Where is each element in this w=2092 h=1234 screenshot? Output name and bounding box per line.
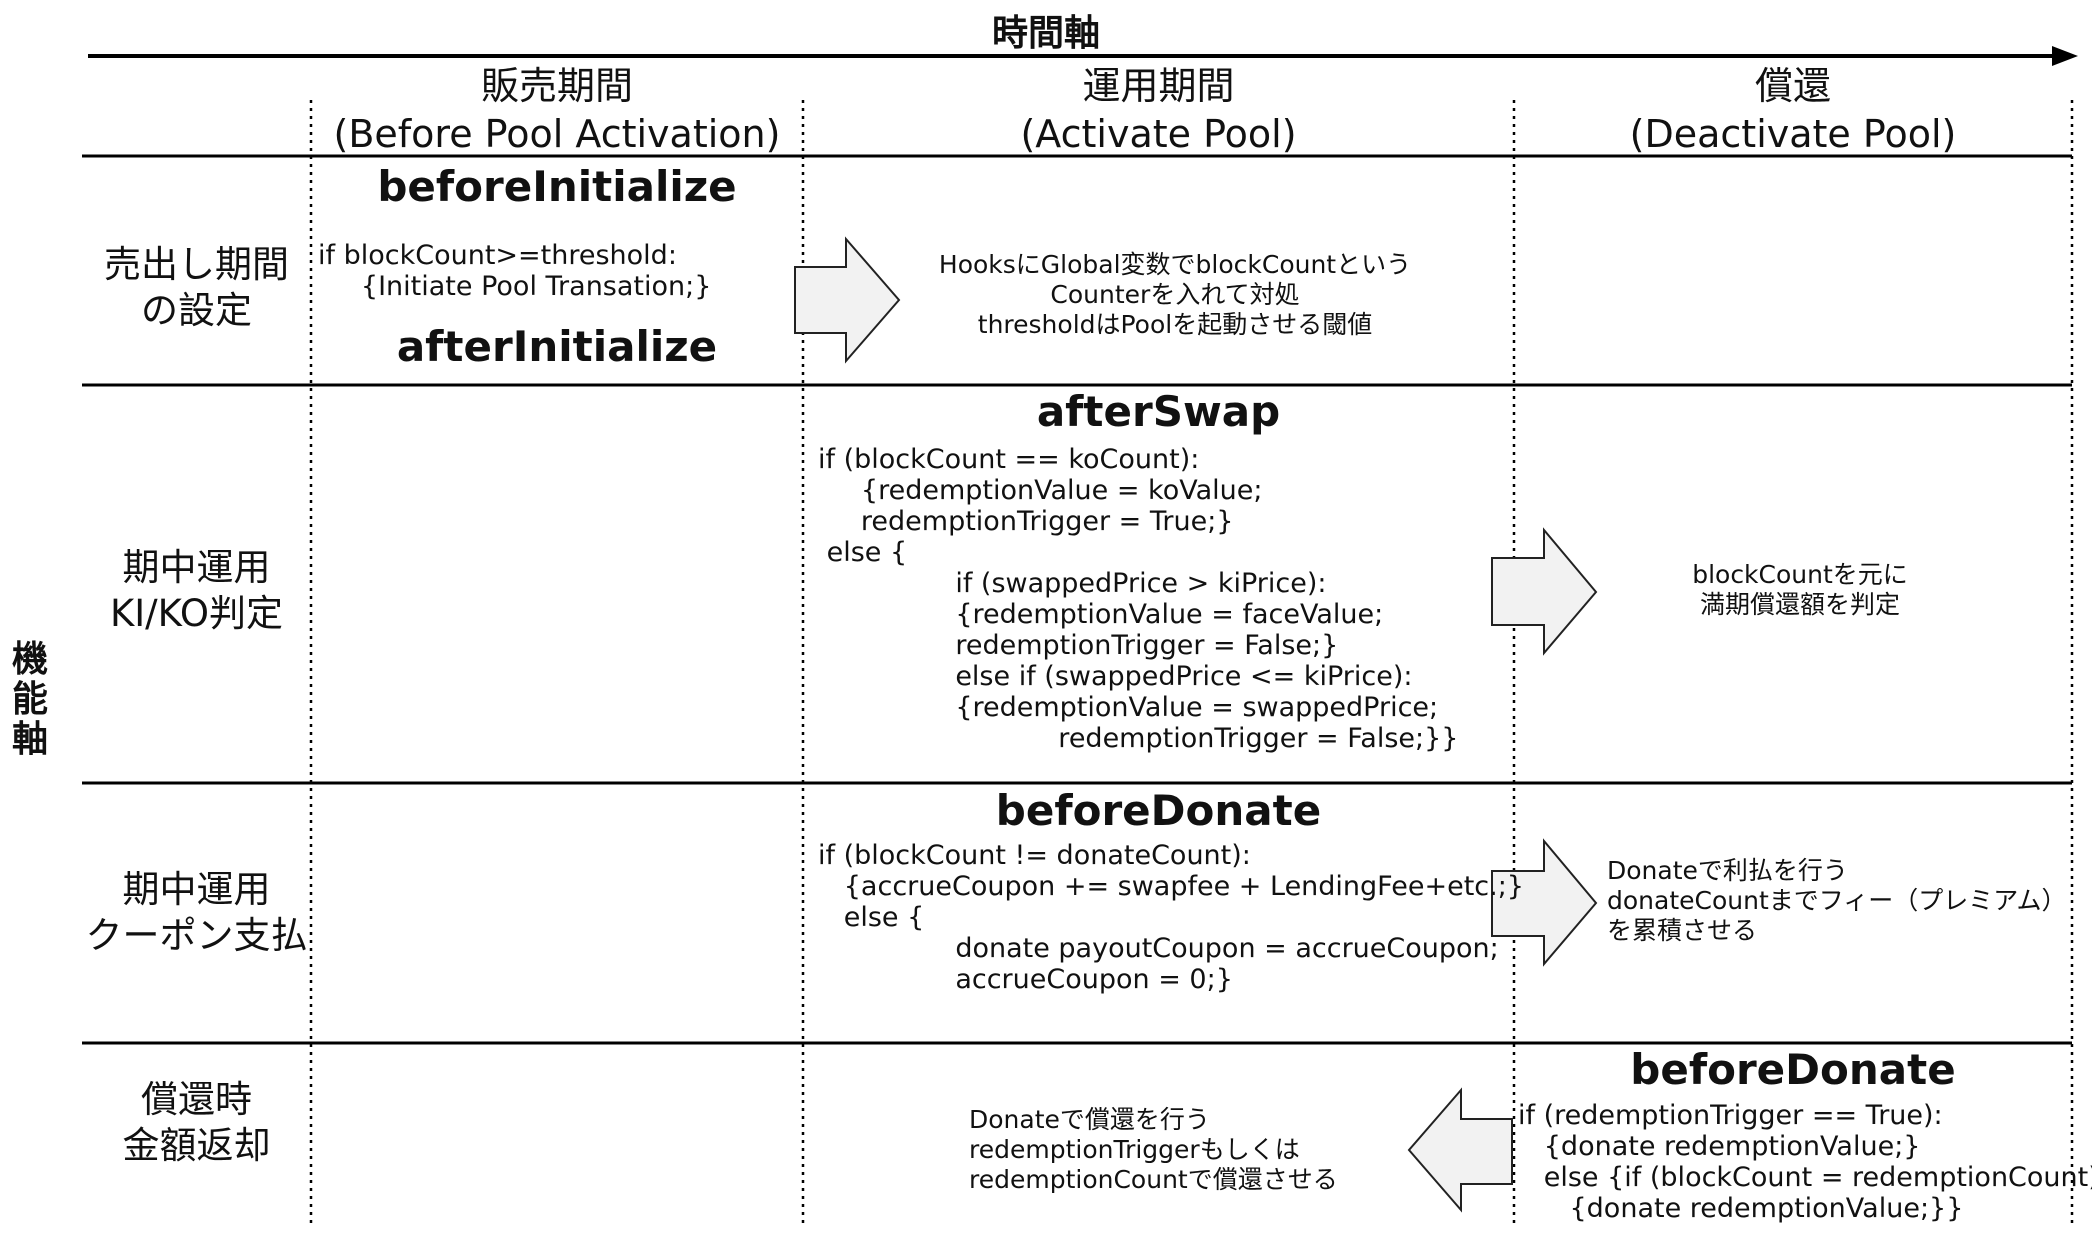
function-axis-title: 機能軸: [8, 640, 52, 760]
code-row3: if (blockCount != donateCount): {accrueC…: [818, 840, 1524, 995]
note-row1: HooksにGlobal変数でblockCountという Counterを入れて…: [938, 250, 1412, 339]
code-row1: if blockCount>=threshold: {Initiate Pool…: [318, 240, 712, 302]
time-axis-title: 時間軸: [991, 13, 1100, 54]
hook-before-initialize: beforeInitialize: [377, 162, 737, 211]
row-label-sales-period: 売出し期間 の設定: [104, 243, 289, 332]
arrow-left-row4: [1407, 1087, 1513, 1213]
phase-subtitle: (Deactivate Pool): [1629, 112, 1957, 156]
hook-after-initialize: afterInitialize: [396, 322, 718, 371]
note-row4: Donateで償還を行う redemptionTriggerもしくは redem…: [969, 1105, 1338, 1194]
phase-title: 販売期間: [480, 64, 633, 108]
phase-subtitle: (Activate Pool): [1020, 112, 1297, 156]
phase-header-operation: 運用期間 (Activate Pool): [803, 62, 1514, 158]
note-row2: blockCountを元に 満期償還額を判定: [1692, 560, 1908, 619]
row-label-coupon: 期中運用 クーポン支払: [85, 868, 308, 957]
row-label-redemption: 償還時 金額返却: [122, 1078, 271, 1167]
note-row3: Donateで利払を行う donateCountまでフィー（プレミアム） を累積…: [1607, 856, 2067, 945]
phase-subtitle: (Before Pool Activation): [333, 112, 781, 156]
hook-before-donate-redemption: beforeDonate: [1630, 1045, 1956, 1094]
time-axis-arrowhead: [2052, 46, 2078, 66]
code-row2: if (blockCount == koCount): {redemptionV…: [818, 444, 1459, 754]
code-row4: if (redemptionTrigger == True): {donate …: [1518, 1100, 2092, 1224]
arrow-right-row1: [794, 236, 901, 364]
phase-header-redemption: 償還 (Deactivate Pool): [1514, 62, 2072, 158]
row-label-ki-ko: 期中運用 KI/KO判定: [109, 546, 283, 635]
arrow-right-row2: [1491, 527, 1598, 656]
phase-title: 運用期間: [1082, 64, 1235, 108]
phase-title: 償還: [1754, 64, 1831, 108]
function-axis-label: 機能軸: [11, 639, 48, 760]
arrow-right-row3: [1491, 838, 1598, 967]
hook-before-donate: beforeDonate: [995, 786, 1322, 835]
hook-after-swap: afterSwap: [1036, 387, 1281, 436]
phase-header-sales: 販売期間 (Before Pool Activation): [311, 62, 803, 158]
